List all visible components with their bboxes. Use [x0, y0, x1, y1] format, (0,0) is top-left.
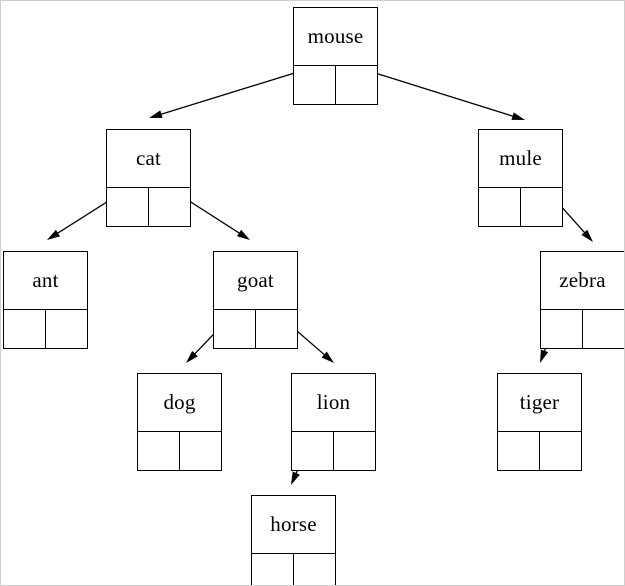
tree-node-label: dog [138, 374, 221, 432]
tree-node-pointer-cells [498, 432, 581, 470]
left-pointer-cell [292, 432, 334, 470]
tree-node-dog[interactable]: dog [137, 373, 222, 471]
tree-node-pointer-cells [252, 554, 336, 585]
tree-node-zebra[interactable]: zebra [540, 251, 624, 349]
tree-node-pointer-cells [214, 310, 297, 348]
tree-node-cat[interactable]: cat [106, 129, 191, 227]
tree-node-label: horse [252, 496, 335, 554]
left-pointer-cell [138, 432, 180, 470]
tree-node-label: zebra [541, 252, 624, 310]
right-pointer-cell [256, 310, 298, 348]
left-pointer-cell [294, 66, 336, 104]
tree-node-pointer-cells [292, 432, 375, 470]
right-pointer-cell [149, 188, 191, 226]
left-pointer-cell [479, 188, 521, 226]
tree-node-pointer-cells [294, 66, 377, 104]
right-pointer-cell [540, 432, 582, 470]
tree-node-lion[interactable]: lion [291, 373, 376, 471]
tree-node-pointer-cells [138, 432, 221, 470]
left-pointer-cell [252, 554, 294, 585]
left-pointer-cell [541, 310, 583, 348]
tree-node-mule[interactable]: mule [478, 129, 563, 227]
tree-node-label: tiger [498, 374, 581, 432]
tree-node-label: ant [4, 252, 87, 310]
left-pointer-cell [107, 188, 149, 226]
right-pointer-cell [46, 310, 88, 348]
right-pointer-cell [180, 432, 222, 470]
tree-node-pointer-cells [541, 310, 624, 348]
right-pointer-cell [336, 66, 378, 104]
tree-node-horse[interactable]: horse [251, 495, 336, 585]
tree-node-label: cat [107, 130, 190, 188]
right-pointer-cell [334, 432, 376, 470]
tree-node-label: lion [292, 374, 375, 432]
tree-edge-mouse-to-cat [149, 66, 315, 118]
right-pointer-cell [294, 554, 336, 585]
tree-node-label: mule [479, 130, 562, 188]
tree-node-pointer-cells [107, 188, 190, 226]
tree-node-mouse[interactable]: mouse [293, 7, 378, 105]
tree-node-tiger[interactable]: tiger [497, 373, 582, 471]
tree-edge-mouse-to-mule [355, 66, 525, 120]
tree-node-label: goat [214, 252, 297, 310]
left-pointer-cell [214, 310, 256, 348]
tree-node-pointer-cells [479, 188, 562, 226]
tree-node-ant[interactable]: ant [3, 251, 88, 349]
left-pointer-cell [498, 432, 540, 470]
right-pointer-cell [521, 188, 563, 226]
tree-node-pointer-cells [4, 310, 87, 348]
tree-node-goat[interactable]: goat [213, 251, 298, 349]
tree-node-label: mouse [294, 8, 377, 66]
left-pointer-cell [4, 310, 46, 348]
right-pointer-cell [583, 310, 625, 348]
